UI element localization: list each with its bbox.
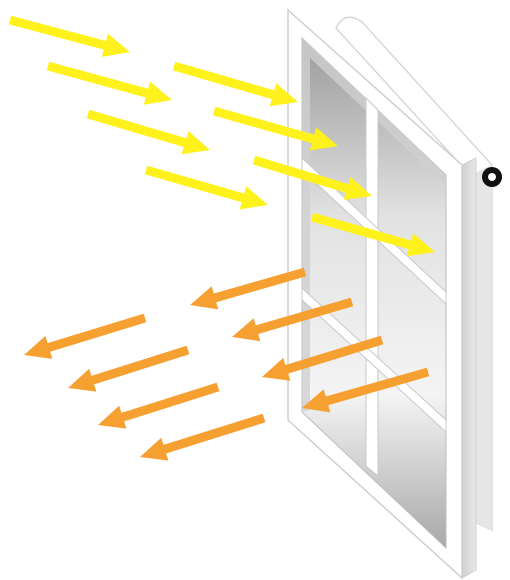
arrow-left-down-icon bbox=[98, 383, 219, 429]
arrow-left-down-icon bbox=[140, 414, 265, 461]
arrow-left-down-icon bbox=[68, 346, 189, 392]
pivot-knob-icon bbox=[482, 167, 502, 187]
arrow-left-down-icon bbox=[24, 314, 146, 359]
window-pane-icon bbox=[288, 10, 476, 578]
arrow-right-down-icon bbox=[47, 62, 172, 105]
arrow-right-down-icon bbox=[145, 166, 268, 210]
arrow-right-down-icon bbox=[173, 62, 298, 107]
arrow-right-down-icon bbox=[9, 16, 130, 57]
arrow-right-down-icon bbox=[87, 110, 210, 155]
